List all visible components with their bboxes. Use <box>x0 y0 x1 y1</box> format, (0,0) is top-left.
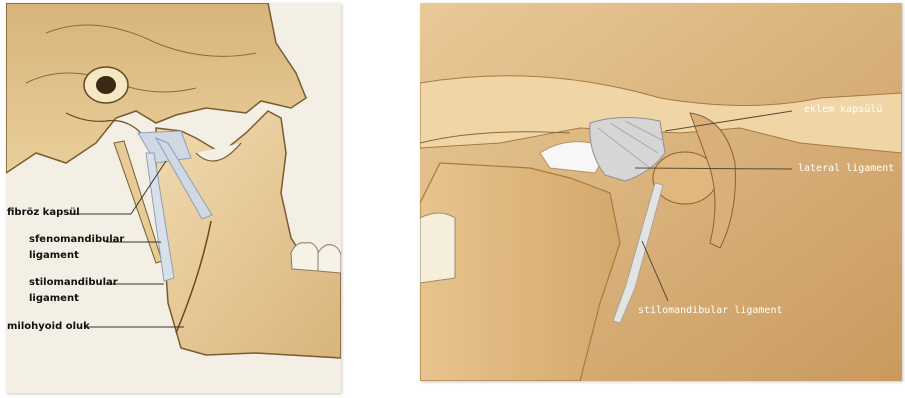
label-sfenomandibular-2: ligament <box>29 249 79 263</box>
label-stilomandibular-1: stilomandibular <box>29 276 118 290</box>
label-milohyoid-oluk: milohyoid oluk <box>7 320 90 334</box>
label-sfenomandibular-1: sfenomandibular <box>29 233 124 247</box>
label-stilomandibular-ligament: stilomandibular ligament <box>638 305 783 317</box>
right-anatomy-figure: eklem kapsülü lateral ligament stilomand… <box>420 3 902 381</box>
left-anatomy-figure: fibröz kapsül sfenomandibular ligament s… <box>6 3 341 393</box>
label-lateral-ligament: lateral ligament <box>798 163 894 175</box>
label-stilomandibular-2: ligament <box>29 292 79 306</box>
label-eklem-kapsulu: eklem kapsülü <box>804 104 882 116</box>
left-illustration <box>6 3 341 393</box>
label-fibroz-kapsul: fibröz kapsül <box>7 206 80 220</box>
right-illustration <box>420 3 902 381</box>
